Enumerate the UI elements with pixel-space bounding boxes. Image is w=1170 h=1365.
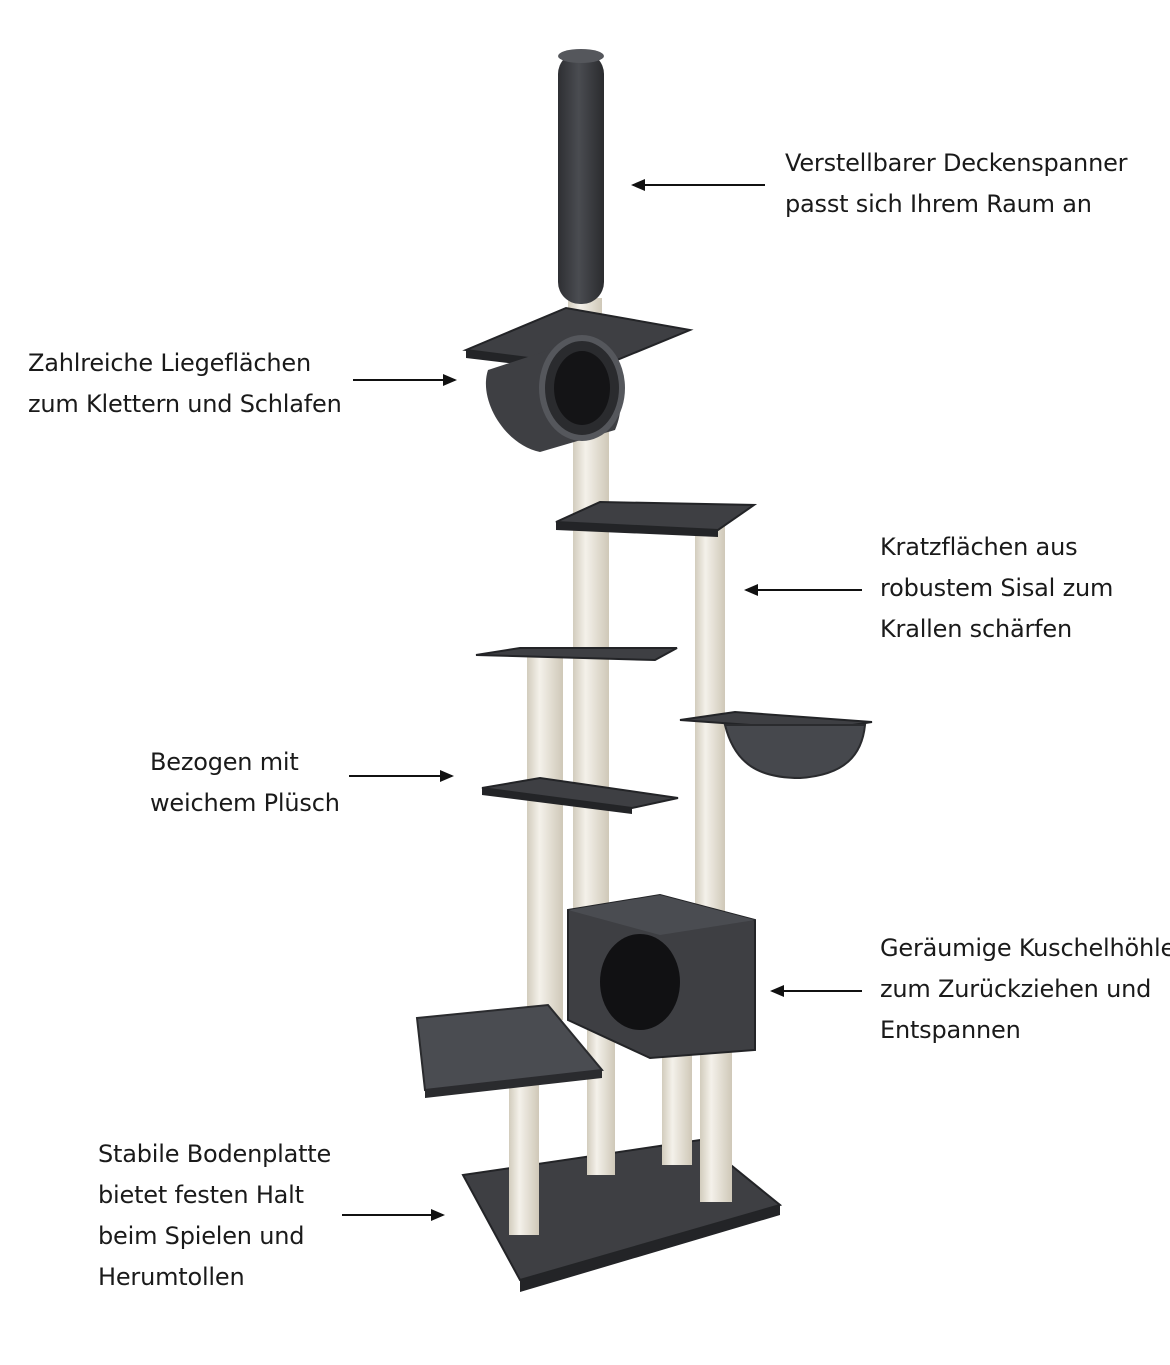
- annotation-line: robustem Sisal zum: [880, 574, 1114, 602]
- annotation-base-plate: Stabile Bodenplatte bietet festen Halt b…: [98, 1134, 331, 1298]
- post-left-mid: [527, 655, 563, 1020]
- bottom-left-platform: [415, 1003, 604, 1098]
- annotation-ceiling-tensioner: Verstellbarer Deckenspanner passt sich I…: [785, 143, 1128, 225]
- post-base-far-right: [700, 1040, 732, 1202]
- post-base-mid: [587, 1030, 615, 1175]
- annotation-line: passt sich Ihrem Raum an: [785, 190, 1092, 218]
- annotation-cave: Geräumige Kuschelhöhle zum Zurückziehen …: [880, 928, 1170, 1051]
- plush-tunnel: [485, 335, 625, 452]
- annotation-line: Herumtollen: [98, 1263, 245, 1291]
- cuddle-cave: [567, 893, 756, 1060]
- annotation-line: bietet festen Halt: [98, 1181, 304, 1209]
- annotation-line: Entspannen: [880, 1016, 1021, 1044]
- left-middle-platform: [475, 647, 678, 662]
- annotation-sisal: Kratzflächen aus robustem Sisal zum Kral…: [880, 527, 1113, 650]
- annotation-line: zum Klettern und Schlafen: [28, 390, 342, 418]
- annotation-line: weichem Plüsch: [150, 789, 340, 817]
- lower-middle-platform: [481, 776, 679, 814]
- annotation-line: Stabile Bodenplatte: [98, 1140, 332, 1168]
- annotation-line: Zahlreiche Liegeflächen: [28, 349, 312, 377]
- post-base-left: [509, 1065, 539, 1235]
- annotation-line: Kratzflächen aus: [880, 533, 1078, 561]
- annotation-line: Bezogen mit: [150, 748, 299, 776]
- annotation-line: zum Zurückziehen und: [880, 975, 1152, 1003]
- annotation-line: Krallen schärfen: [880, 615, 1072, 643]
- annotation-line: Verstellbarer Deckenspanner: [785, 149, 1128, 177]
- plush-basket: [679, 710, 873, 780]
- annotation-line: beim Spielen und: [98, 1222, 305, 1250]
- annotation-platforms: Zahlreiche Liegeflächen zum Klettern und…: [28, 343, 342, 425]
- post-base-right: [662, 1040, 692, 1165]
- post-main-center: [573, 420, 609, 910]
- cave-entrance: [600, 934, 680, 1030]
- annotation-plush: Bezogen mit weichem Plüsch: [150, 742, 340, 824]
- upper-middle-platform: [555, 500, 758, 537]
- annotation-arrows: [342, 179, 862, 1221]
- annotation-line: Geräumige Kuschelhöhle: [880, 934, 1170, 962]
- ceiling-tensioner: [558, 49, 604, 304]
